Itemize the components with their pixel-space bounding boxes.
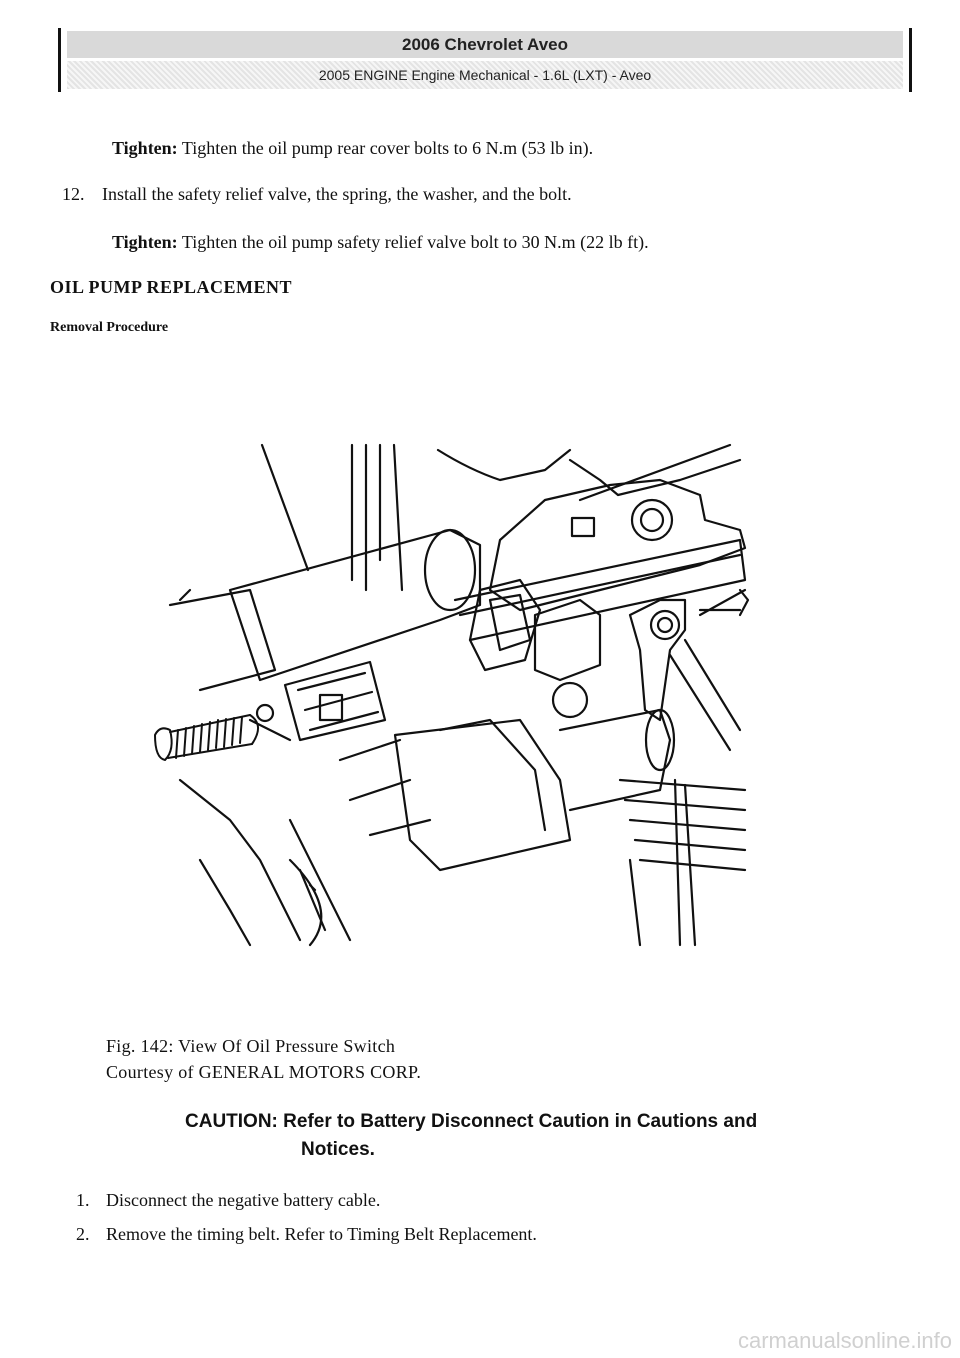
tighten-label: Tighten: <box>112 232 178 252</box>
caution-text-line1: Refer to Battery Disconnect Caution in C… <box>283 1111 758 1132</box>
caution-text-line2: Notices. <box>301 1139 375 1160</box>
tighten-instruction-1: Tighten: Tighten the oil pump rear cover… <box>112 138 593 159</box>
caution-label: CAUTION: <box>185 1111 278 1132</box>
watermark: carmanualsonline.info <box>737 1328 952 1353</box>
subsection-title: Removal Procedure <box>50 320 169 335</box>
tighten-text: Tighten the oil pump rear cover bolts to… <box>181 138 594 158</box>
figure-courtesy: Courtesy of GENERAL MOTORS CORP. <box>106 1062 422 1082</box>
step-text: Install the safety relief valve, the spr… <box>102 184 572 204</box>
tighten-label: Tighten: <box>112 138 178 158</box>
step-number: 12. <box>62 184 85 204</box>
caution-note: CAUTION: Refer to Battery Disconnect Cau… <box>185 1108 885 1164</box>
step-number: 2. <box>76 1224 90 1244</box>
step-number: 1. <box>76 1190 90 1210</box>
header-subtitle: 2005 ENGINE Engine Mechanical - 1.6L (LX… <box>67 61 903 89</box>
page-header: 2006 Chevrolet Aveo 2005 ENGINE Engine M… <box>58 28 912 92</box>
oil-pressure-switch-illustration <box>154 443 750 947</box>
tighten-text: Tighten the oil pump safety relief valve… <box>181 232 649 252</box>
section-title: OIL PUMP REPLACEMENT <box>50 277 293 297</box>
tighten-instruction-2: Tighten: Tighten the oil pump safety rel… <box>112 232 649 253</box>
figure-caption: Fig. 142: View Of Oil Pressure Switch <box>106 1036 396 1056</box>
header-title: 2006 Chevrolet Aveo <box>67 31 903 58</box>
step-text: Remove the timing belt. Refer to Timing … <box>106 1224 537 1244</box>
step-text: Disconnect the negative battery cable. <box>106 1190 381 1210</box>
